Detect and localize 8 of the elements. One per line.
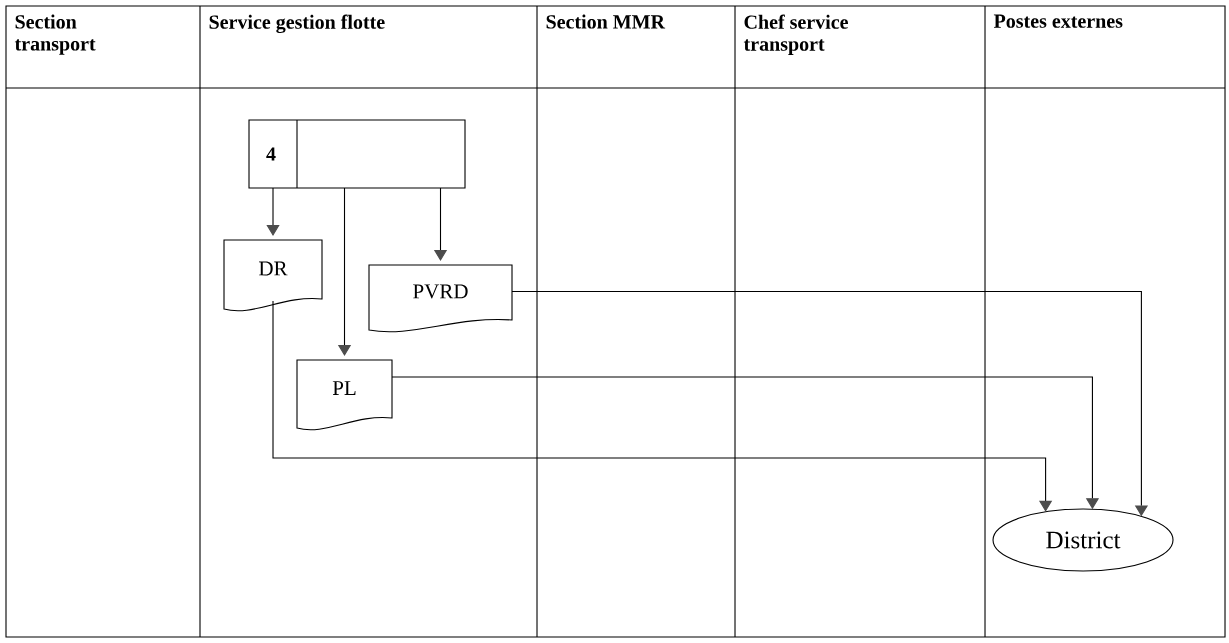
- column-header: Section MMR: [546, 14, 666, 29]
- column-header: Section transport: [14, 14, 96, 55]
- process-box: 4: [248, 119, 466, 189]
- column-header: Postes externes: [993, 14, 1123, 28]
- arrow: [266, 187, 280, 236]
- column-header: Chef service transport: [743, 14, 848, 55]
- column-header: Service gestion flotte: [209, 14, 385, 34]
- arrow: [272, 300, 1053, 512]
